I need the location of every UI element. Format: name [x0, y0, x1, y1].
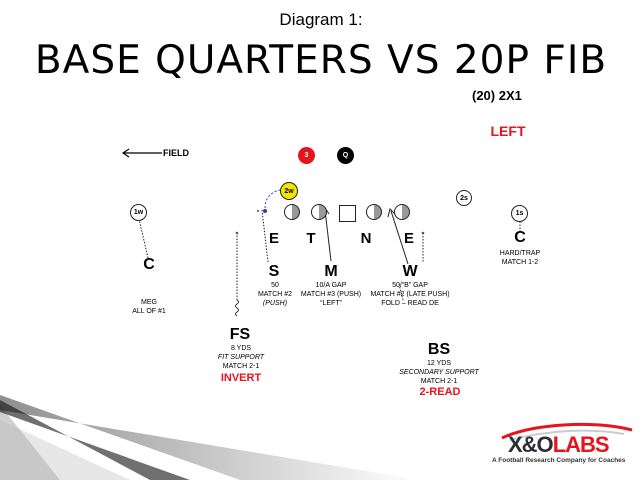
bs-call: 2-READ: [419, 386, 461, 398]
c-left-label: C: [143, 256, 155, 273]
w-note: 50/“B” GAP: [392, 282, 428, 289]
strength-call: LEFT: [490, 123, 526, 139]
oline-rg: [366, 204, 382, 220]
m-notes: 10/A GAP MATCH #3 (PUSH) “LEFT”: [301, 281, 361, 308]
receiver-1s: 1s: [511, 205, 528, 222]
qb-label: Q: [342, 152, 349, 159]
fs-note: 8 YDS: [230, 345, 252, 352]
fs-call: INVERT: [220, 372, 262, 384]
back-2w-label: 2w: [284, 187, 294, 195]
back-2w: 2w: [280, 182, 298, 200]
receiver-1w-label: 1w: [133, 209, 144, 216]
oline-lg: [311, 204, 327, 220]
bs-notes: 12 YDS SECONDARY SUPPORT MATCH 2-1: [399, 359, 479, 386]
bs-note: 12 YDS: [427, 360, 451, 367]
logo-brand-labs: LABS: [552, 432, 610, 457]
s-label: S: [268, 263, 280, 280]
front-e-left: E: [268, 230, 280, 247]
s-note-push: (PUSH): [262, 300, 288, 307]
diagram-label: Diagram 1:: [279, 10, 363, 29]
fs-note: MATCH 2-1: [222, 363, 260, 370]
receiver-2s-label: 2s: [460, 194, 468, 202]
receiver-1s-label: 1s: [515, 210, 524, 217]
bs-note: MATCH 2-1: [420, 378, 458, 385]
c-left-notes: MEG ALL OF #1: [132, 298, 166, 316]
m-label: M: [324, 263, 338, 280]
m-note: MATCH #3 (PUSH): [300, 291, 362, 298]
c-left-note: MEG: [141, 299, 157, 306]
field-arrow-icon: [121, 148, 162, 158]
bs-note: SECONDARY SUPPORT: [399, 369, 479, 376]
m-note: 10/A GAP: [315, 282, 347, 289]
s-note: MATCH #2: [257, 291, 293, 298]
w-note: MATCH #2 (LATE PUSH): [370, 291, 450, 298]
bs-label: BS: [427, 341, 451, 358]
s-notes: 50 MATCH #2 (PUSH): [258, 281, 292, 308]
ball-carrier-3-label: 3: [304, 152, 309, 159]
w-notes: 50/“B” GAP MATCH #2 (LATE PUSH) FOLD – R…: [370, 281, 449, 308]
m-note: “LEFT”: [320, 300, 342, 307]
w-note: FOLD – READ DE: [381, 300, 439, 307]
front-n: N: [360, 230, 372, 247]
ball-carrier-3: 3: [298, 147, 315, 164]
receiver-2s: 2s: [456, 190, 472, 206]
oline-center: [339, 205, 356, 222]
c-right-label: C: [514, 229, 526, 246]
fs-notes: 8 YDS FIT SUPPORT MATCH 2-1: [218, 344, 264, 371]
receiver-1w: 1w: [130, 204, 147, 221]
c-left-note: ALL OF #1: [132, 308, 166, 315]
c-right-note: MATCH 1-2: [501, 259, 539, 266]
qb: Q: [337, 147, 354, 164]
oline-lt: [284, 204, 300, 220]
front-e-right: E: [403, 230, 415, 247]
logo-brand-xo: X&O: [508, 432, 554, 457]
formation-label: (20) 2X1: [472, 88, 522, 103]
xo-labs-logo-swoosh: [501, 423, 633, 441]
page-title: BASE QUARTERS VS 20P FIB: [34, 38, 608, 83]
logo-tagline: A Football Research Company for Coaches: [492, 457, 626, 464]
oline-rt: [394, 204, 410, 220]
field-label: FIELD: [163, 148, 189, 158]
logo-wordmark: X&OLABS: [508, 432, 610, 458]
w-label: W: [402, 263, 418, 280]
fs-note: FIT SUPPORT: [217, 354, 265, 361]
c-right-notes: HARD/TRAP MATCH 1-2: [500, 249, 540, 267]
s-note: 50: [271, 282, 279, 289]
c-right-note: HARD/TRAP: [499, 250, 541, 257]
fs-label: FS: [229, 326, 251, 343]
front-t: T: [306, 230, 316, 247]
